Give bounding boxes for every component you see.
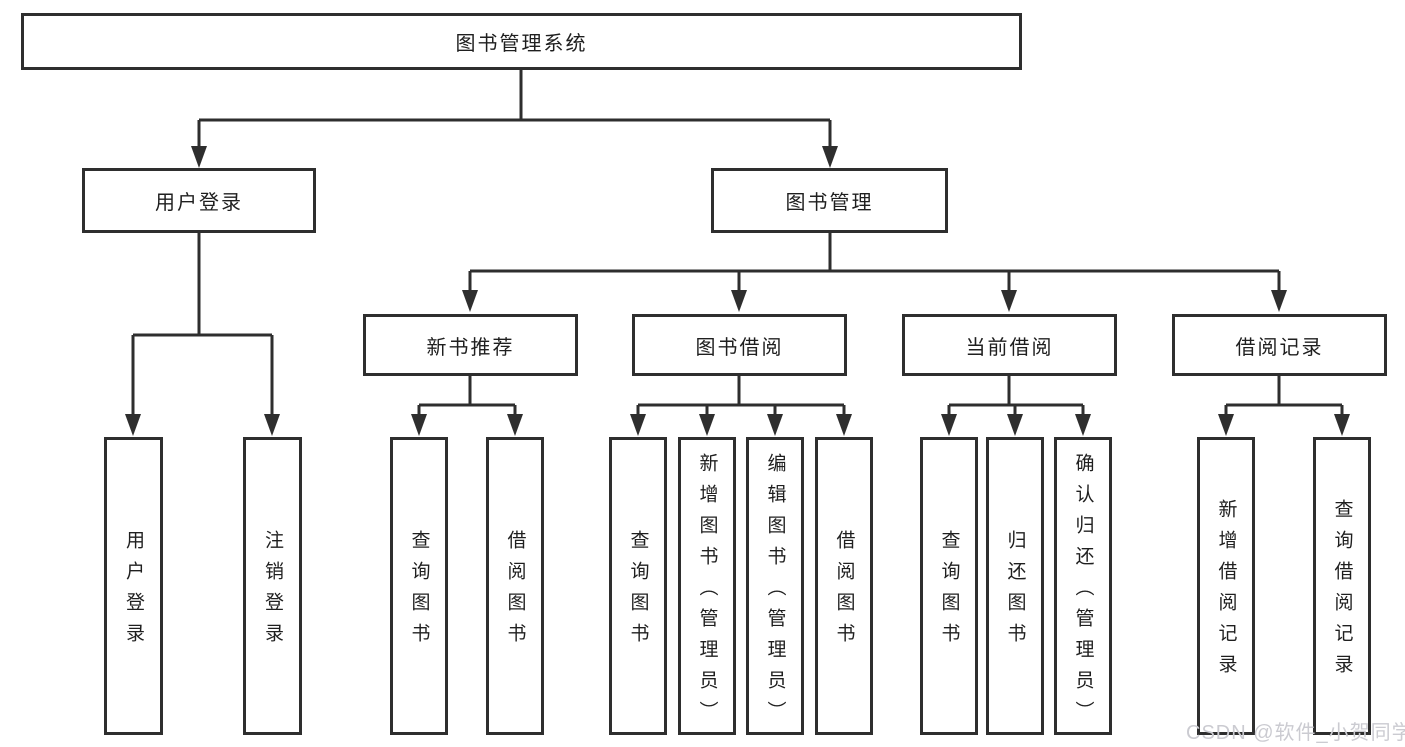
- node-new-book-recommendation: 新书推荐: [363, 314, 578, 376]
- arrowhead: [731, 290, 747, 312]
- node-new-book-recommendation-label: 新书推荐: [426, 336, 515, 359]
- node-borrowing-records-label: 借阅记录: [1235, 336, 1324, 359]
- leaf-query-books-recommend: 查询图书: [390, 437, 448, 735]
- leaf-query-books-current-label: 查询图书: [938, 530, 960, 654]
- arrowhead: [822, 146, 838, 168]
- arrowhead: [1334, 414, 1350, 436]
- leaf-add-book-admin-label: 新增图书（管理员）: [696, 452, 718, 732]
- leaf-query-books-borrowing-label: 查询图书: [627, 530, 649, 654]
- node-borrowing-records: 借阅记录: [1172, 314, 1387, 376]
- arrowhead: [1001, 290, 1017, 312]
- leaf-query-books-borrowing: 查询图书: [609, 437, 667, 735]
- arrowhead: [699, 414, 715, 436]
- leaf-add-book-admin: 新增图书（管理员）: [678, 437, 736, 735]
- connector-borrowing-records-to-leaves: [1218, 376, 1350, 436]
- arrowhead: [507, 414, 523, 436]
- csdn-watermark: CSDN @软件_小贺同学: [1186, 722, 1405, 744]
- node-current-borrowing: 当前借阅: [902, 314, 1117, 376]
- leaf-confirm-return-admin-label: 确认归还（管理员）: [1072, 452, 1094, 732]
- leaf-add-borrow-record: 新增借阅记录: [1197, 437, 1255, 735]
- leaf-user-login-label: 用户登录: [123, 530, 144, 654]
- arrowhead: [767, 414, 783, 436]
- leaf-edit-book-admin: 编辑图书（管理员）: [746, 437, 804, 735]
- connector-root-to-level2: [191, 70, 838, 168]
- arrowhead: [836, 414, 852, 436]
- leaf-borrow-books-borrowing-label: 借阅图书: [833, 530, 855, 654]
- node-book-management: 图书管理: [711, 168, 948, 233]
- connector-book-management-to-level3: [462, 233, 1287, 312]
- node-current-borrowing-label: 当前借阅: [965, 336, 1054, 359]
- arrowhead: [941, 414, 957, 436]
- connector-new-book-recommendation-to-leaves: [411, 376, 523, 436]
- leaf-logout: 注销登录: [243, 437, 302, 735]
- arrowhead: [1271, 290, 1287, 312]
- leaf-return-book: 归还图书: [986, 437, 1044, 735]
- node-user-login-label: 用户登录: [155, 192, 243, 214]
- node-book-management-label: 图书管理: [785, 192, 874, 214]
- node-user-login: 用户登录: [82, 168, 316, 233]
- leaf-return-book-label: 归还图书: [1004, 530, 1026, 654]
- arrowhead: [125, 414, 141, 436]
- node-library-management-system-label: 图书管理系统: [455, 33, 588, 55]
- leaf-borrow-books-borrowing: 借阅图书: [815, 437, 873, 735]
- node-book-borrowing-label: 图书借阅: [695, 336, 784, 359]
- leaf-logout-label: 注销登录: [262, 530, 283, 654]
- arrowhead: [191, 146, 207, 168]
- arrowhead: [1007, 414, 1023, 436]
- arrowhead: [411, 414, 427, 436]
- leaf-query-borrow-record: 查询借阅记录: [1313, 437, 1371, 735]
- leaf-edit-book-admin-label: 编辑图书（管理员）: [764, 452, 786, 732]
- connector-current-borrowing-to-leaves: [941, 376, 1091, 436]
- leaf-query-borrow-record-label: 查询借阅记录: [1331, 499, 1353, 685]
- node-library-management-system: 图书管理系统: [21, 13, 1022, 70]
- node-book-borrowing: 图书借阅: [632, 314, 847, 376]
- arrowhead: [630, 414, 646, 436]
- leaf-query-books-recommend-label: 查询图书: [408, 530, 430, 654]
- leaf-query-books-current: 查询图书: [920, 437, 978, 735]
- arrowhead: [462, 290, 478, 312]
- leaf-user-login: 用户登录: [104, 437, 163, 735]
- leaf-borrow-books-recommend-label: 借阅图书: [504, 530, 526, 654]
- leaf-add-borrow-record-label: 新增借阅记录: [1215, 499, 1237, 685]
- leaf-borrow-books-recommend: 借阅图书: [486, 437, 544, 735]
- connector-book-borrowing-to-leaves: [630, 376, 852, 436]
- arrowhead: [1075, 414, 1091, 436]
- arrowhead: [1218, 414, 1234, 436]
- connector-user-login-to-leaves: [125, 233, 280, 436]
- leaf-confirm-return-admin: 确认归还（管理员）: [1054, 437, 1112, 735]
- arrowhead: [264, 414, 280, 436]
